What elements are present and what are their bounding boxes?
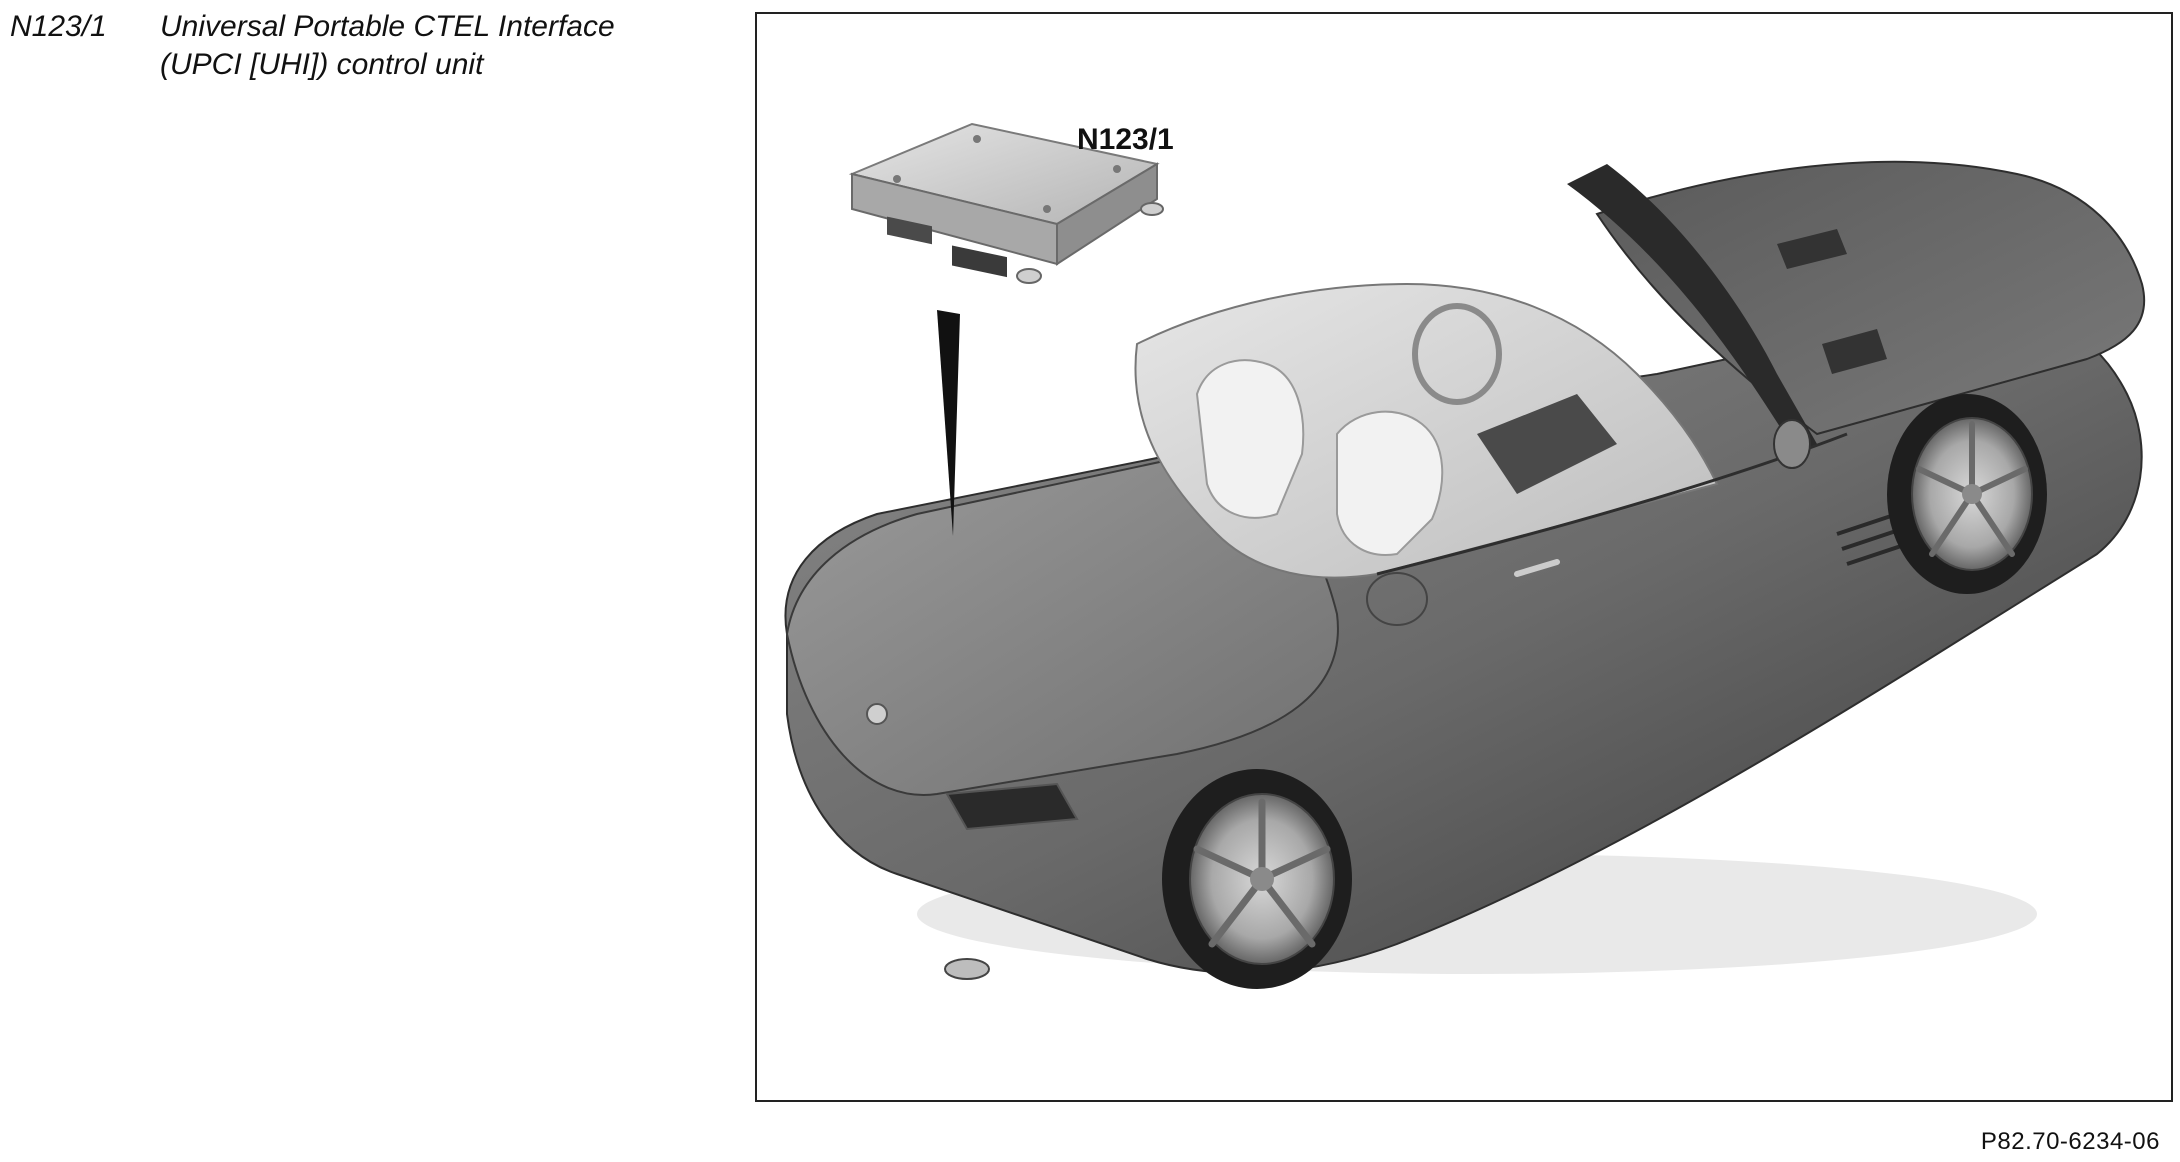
callout-leader: [937, 310, 960, 536]
figure-frame: N123/1: [755, 12, 2173, 1102]
windshield-frame: [1567, 164, 1817, 454]
legend-item-description: Universal Portable CTEL Interface (UPCI …: [160, 8, 730, 84]
car-hood: [1595, 160, 2146, 436]
hood-vent-front: [1777, 229, 1847, 269]
figure-reference-number: P82.70-6234-06: [1980, 1128, 2160, 1155]
tail-light: [945, 782, 1079, 831]
control-unit-module: [848, 122, 1164, 284]
door-handle: [1514, 559, 1560, 577]
fuel-door: [1366, 572, 1428, 626]
steering-wheel: [1412, 303, 1502, 405]
legend-item-description-line-1: Universal Portable CTEL Interface: [160, 10, 615, 43]
driver-seat: [1195, 359, 1305, 519]
legend-item: N123/1 Universal Portable CTEL Interface…: [10, 8, 730, 84]
component-legend: N123/1 Universal Portable CTEL Interface…: [10, 8, 730, 84]
rear-wheel: [1162, 769, 1352, 989]
side-mirror: [1773, 419, 1811, 469]
trunk-lid: [785, 452, 1339, 796]
legend-item-description-line-2: (UPCI [UHI]) control unit: [160, 48, 484, 81]
front-wheel: [1887, 394, 2047, 594]
hood-vent-rear: [1822, 329, 1887, 374]
passenger-seat: [1336, 410, 1444, 556]
legend-item-code: N123/1: [10, 10, 107, 43]
trunk-emblem: [866, 703, 888, 725]
callout-label: N123/1: [1077, 123, 1174, 156]
car-illustration: N123/1: [784, 122, 2146, 989]
center-console: [1477, 394, 1617, 494]
side-vent: [1836, 512, 1908, 566]
exhaust-tip: [944, 958, 990, 980]
